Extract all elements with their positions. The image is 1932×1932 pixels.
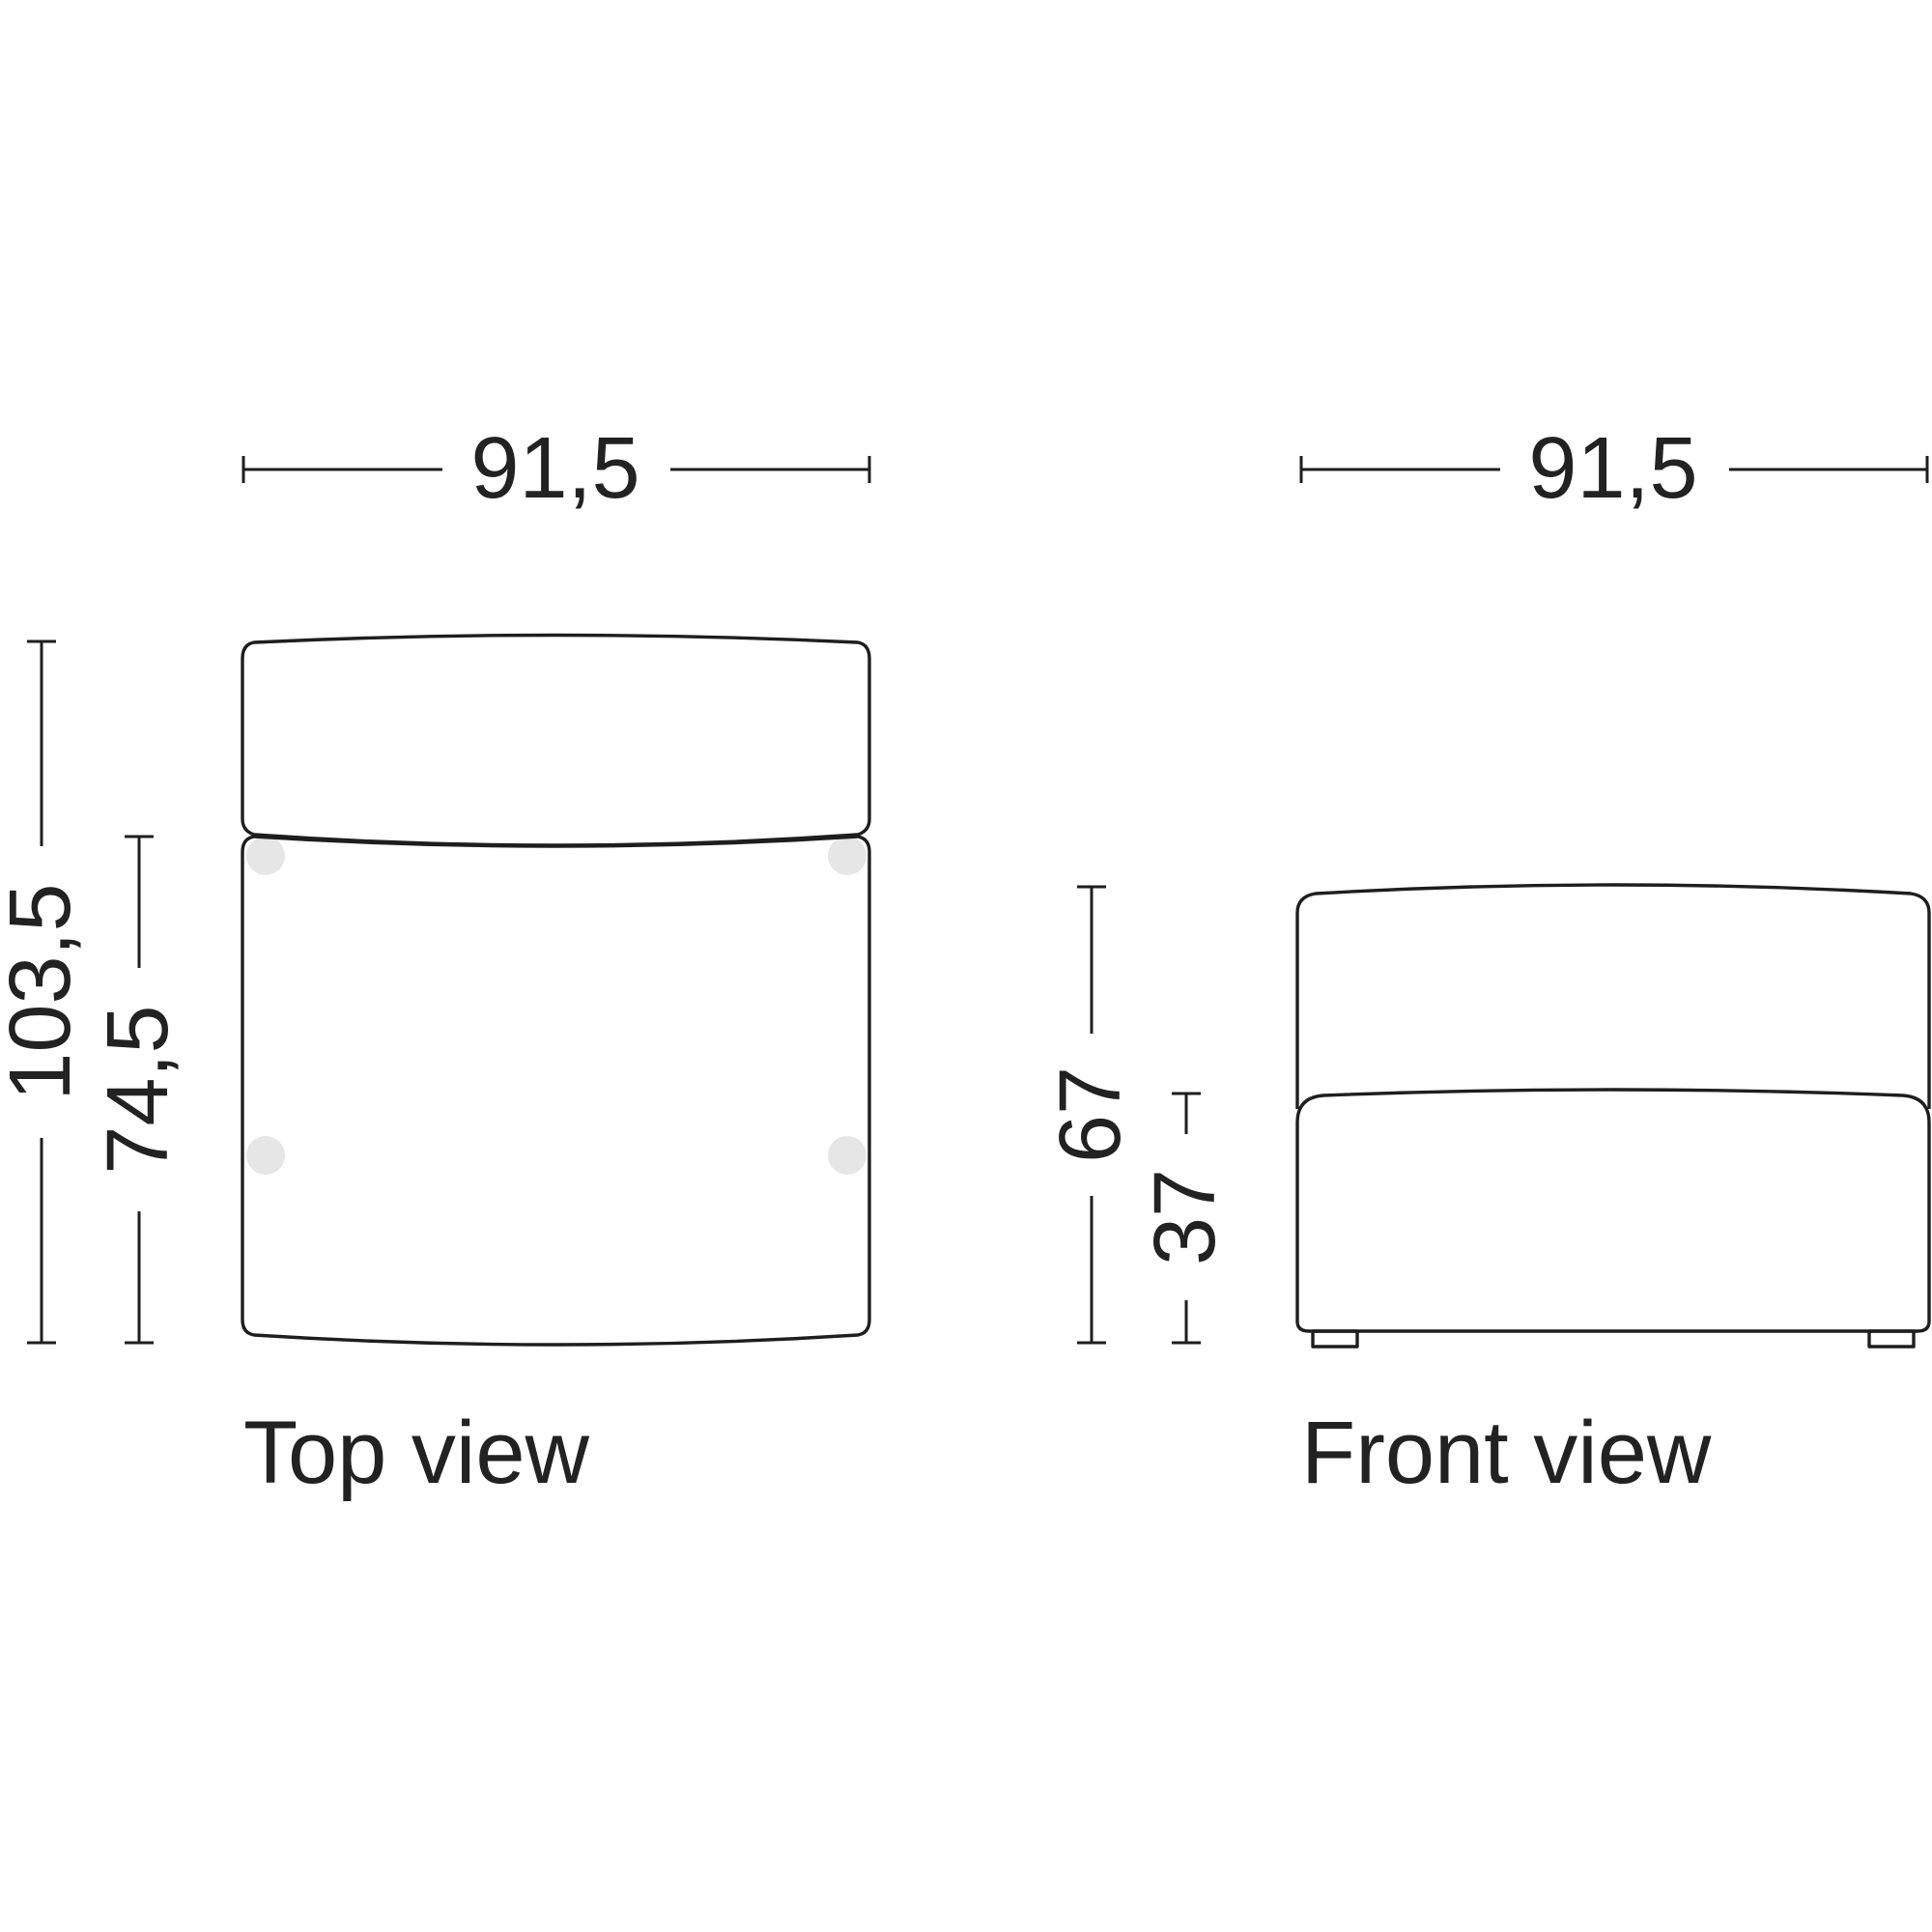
top-view: 91,5 103,5 74,5 Top view <box>0 420 871 1502</box>
front-view-seat-outline <box>1295 1088 1931 1333</box>
leg-marker-back-left <box>246 1136 285 1175</box>
leg-marker-back-right <box>828 1136 867 1175</box>
top-view-width-label: 91,5 <box>470 420 639 517</box>
top-view-backrest-outline <box>241 633 871 847</box>
leg-marker-front-left <box>246 837 285 875</box>
front-view-width-dimension: 91,5 <box>1299 420 1929 517</box>
top-view-total-depth-dimension: 103,5 <box>0 639 89 1345</box>
top-view-width-dimension: 91,5 <box>242 420 871 517</box>
front-view-backrest-outline <box>1295 883 1931 1109</box>
front-view-seat-height-dimension: 37 <box>1137 1092 1234 1345</box>
front-view-total-height-dimension: 67 <box>1042 885 1139 1345</box>
top-view-label: Top view <box>243 1404 589 1502</box>
front-view-height-seat-label: 37 <box>1137 1169 1234 1265</box>
front-view-foot-left <box>1311 1329 1359 1349</box>
front-view-label: Front view <box>1301 1404 1712 1502</box>
front-view-foot-right <box>1867 1329 1916 1349</box>
top-view-depth-seat-label: 74,5 <box>90 1005 186 1174</box>
front-view-width-label: 91,5 <box>1528 420 1697 517</box>
top-view-depth-total-label: 103,5 <box>0 883 89 1100</box>
front-view: 91,5 67 37 Front view <box>1042 420 1931 1502</box>
top-view-seat-outline <box>241 835 871 1347</box>
leg-marker-front-right <box>828 837 867 875</box>
top-view-seat-depth-dimension: 74,5 <box>90 835 186 1345</box>
front-view-height-total-label: 67 <box>1042 1066 1139 1163</box>
